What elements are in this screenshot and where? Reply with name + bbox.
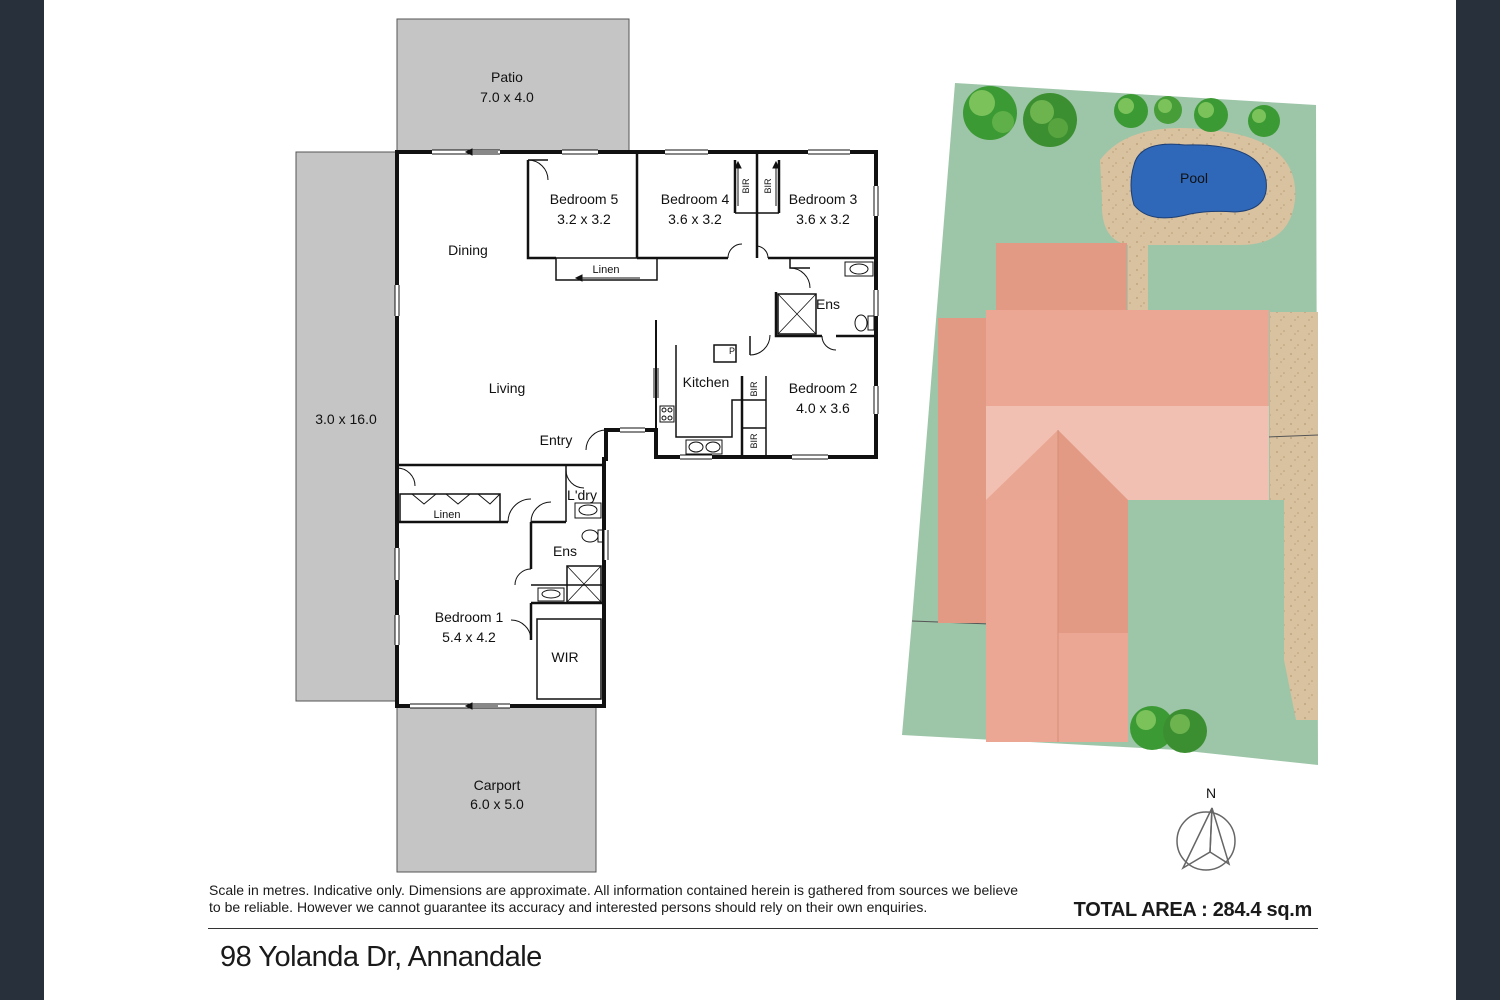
dining-label: Dining	[448, 242, 488, 258]
side-deck-area	[295, 151, 397, 702]
bedroom2-label: Bedroom 2 4.0 x 3.6	[789, 380, 858, 416]
patio-size: 7.0 x 4.0	[480, 89, 534, 105]
tree-icon	[1194, 98, 1228, 132]
bir-label-bed3: BIR	[763, 178, 773, 194]
linen-top-label: Linen	[593, 264, 620, 276]
ensuite-main-label: Ens	[553, 543, 577, 559]
wir-label: WIR	[551, 649, 578, 665]
carport-name: Carport	[474, 777, 521, 793]
bir-label-bed4: BIR	[741, 178, 751, 194]
carport-label: Carport 6.0 x 5.0	[470, 777, 524, 812]
roof	[938, 243, 1269, 742]
property-address: 98 Yolanda Dr, Annandale	[220, 941, 542, 973]
sand-path	[1270, 312, 1318, 720]
bedroom4-label: Bedroom 4 3.6 x 3.2	[661, 191, 730, 227]
bedroom3-label: Bedroom 3 3.6 x 3.2	[789, 191, 858, 227]
ensuite-b2-label: Ens	[816, 296, 840, 312]
door-swings	[396, 159, 837, 641]
bedroom5-size: 3.2 x 3.2	[557, 211, 611, 227]
bedroom5-name: Bedroom 5	[550, 191, 619, 207]
bedroom2-size: 4.0 x 3.6	[796, 400, 850, 416]
tree-icon	[963, 86, 1017, 140]
tree-icon	[1023, 93, 1077, 147]
carport-size: 6.0 x 5.0	[470, 796, 524, 812]
pool	[1130, 143, 1267, 219]
bedroom4-size: 3.6 x 3.2	[668, 211, 722, 227]
bedroom3-name: Bedroom 3	[789, 191, 858, 207]
fixtures	[537, 261, 875, 602]
bir-arrows	[574, 160, 780, 282]
bir-label-bed2-bottom: BIR	[749, 433, 759, 449]
bedroom3-size: 3.6 x 3.2	[796, 211, 850, 227]
site-plan: Pool	[902, 83, 1319, 871]
interior-walls	[397, 152, 876, 700]
patio-area	[396, 18, 630, 153]
bedroom1-label: Bedroom 1 5.4 x 4.2	[435, 609, 504, 645]
disclaimer-text: Scale in metres. Indicative only. Dimens…	[209, 882, 1019, 915]
floor-plan: Patio 7.0 x 4.0 3.0 x 16.0 Carport 6.0 x…	[295, 18, 879, 873]
trees	[963, 86, 1280, 753]
laundry-label: L'dry	[567, 487, 597, 503]
side-deck-size: 3.0 x 16.0	[315, 411, 377, 427]
tree-icon	[1163, 709, 1207, 753]
bir-label-bed2-top: BIR	[749, 381, 759, 397]
north-arrow: N	[1176, 785, 1236, 871]
north-label: N	[1206, 785, 1216, 801]
bedroom5-label: Bedroom 5 3.2 x 3.2	[550, 191, 619, 227]
tree-icon	[1154, 96, 1182, 124]
footer-divider	[208, 928, 1318, 929]
bedroom2-name: Bedroom 2	[789, 380, 858, 396]
compass-icon	[1176, 811, 1236, 871]
living-label: Living	[489, 380, 526, 396]
sliding-door-arrows	[464, 148, 498, 710]
entry-label: Entry	[540, 432, 573, 448]
patio-name: Patio	[491, 69, 523, 85]
tree-icon	[1130, 706, 1174, 750]
linen-bottom-label: Linen	[434, 509, 461, 521]
bedroom4-name: Bedroom 4	[661, 191, 730, 207]
window-frames	[394, 149, 879, 709]
patio-label: Patio 7.0 x 4.0	[480, 69, 534, 105]
kitchen-label: Kitchen	[683, 374, 730, 390]
pool-label: Pool	[1180, 170, 1208, 186]
bedroom1-name: Bedroom 1	[435, 609, 504, 625]
total-area: TOTAL AREA : 284.4 sq.m	[1073, 899, 1313, 921]
tree-icon	[1114, 94, 1148, 128]
tree-icon	[1248, 105, 1280, 137]
bedroom1-size: 5.4 x 4.2	[442, 629, 496, 645]
pantry-label: P	[729, 346, 735, 356]
